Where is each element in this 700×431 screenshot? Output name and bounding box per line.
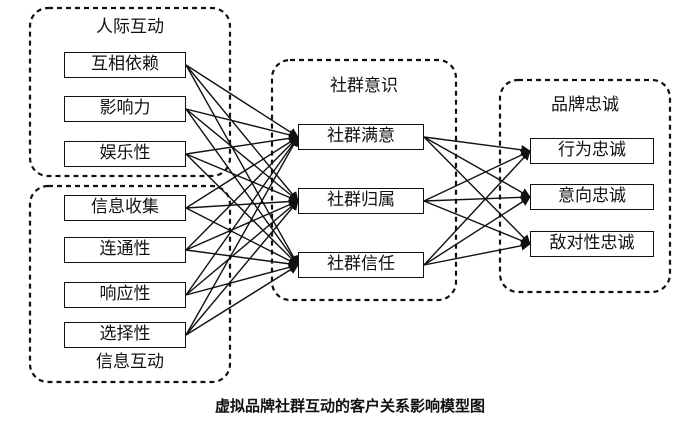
edge-mutual-to-satisf xyxy=(185,64,299,138)
edge-belong-to-intent xyxy=(423,192,531,203)
edge-influence-to-satisf xyxy=(185,108,299,140)
edge-select-to-belong xyxy=(185,200,299,336)
edge-satisf-to-oppos xyxy=(423,136,531,245)
edge-satisf-to-intent xyxy=(423,136,531,198)
node-behavioral-loyalty: 行为忠诚 xyxy=(530,138,654,164)
edge-influence-to-trust xyxy=(185,108,299,266)
node-connectivity: 连通性 xyxy=(64,237,186,263)
node-community-satisfaction: 社群满意 xyxy=(298,124,424,150)
edge-trust-to-intent xyxy=(423,196,531,266)
edge-connect-to-satisf xyxy=(185,136,299,251)
group-title-loyalty: 品牌忠诚 xyxy=(551,95,619,115)
edge-select-to-trust xyxy=(185,264,299,336)
node-mutual-reliance: 互相依赖 xyxy=(64,52,186,78)
node-responsiveness: 响应性 xyxy=(64,282,186,308)
edge-satisf-to-behav xyxy=(423,136,531,155)
edge-influence-to-belong xyxy=(185,108,299,202)
node-intentional-loyalty: 意向忠诚 xyxy=(530,184,654,210)
node-info-collection: 信息收集 xyxy=(64,195,186,221)
edge-mutual-to-belong xyxy=(185,64,299,202)
edge-infocol-to-belong xyxy=(185,196,299,209)
diagram-caption: 虚拟品牌社群互动的客户关系影响模型图 xyxy=(214,397,485,415)
edge-trust-to-oppos xyxy=(423,240,531,266)
edge-respond-to-trust xyxy=(185,262,299,296)
group-box-interpersonal xyxy=(28,6,232,178)
edge-entertain-to-belong xyxy=(185,153,299,203)
edge-entertain-to-trust xyxy=(185,153,299,266)
node-entertainment: 娱乐性 xyxy=(64,141,186,167)
edge-infocol-to-satisf xyxy=(185,136,299,209)
group-title-community: 社群意识 xyxy=(330,76,398,96)
group-box-information xyxy=(28,184,232,384)
edge-belong-to-oppos xyxy=(423,200,531,246)
edge-respond-to-satisf xyxy=(185,136,299,296)
group-title-interpersonal: 人际互动 xyxy=(96,17,164,37)
node-community-belonging: 社群归属 xyxy=(298,188,424,214)
edge-belong-to-behav xyxy=(423,150,531,202)
edge-connect-to-trust xyxy=(185,249,299,269)
node-selectivity: 选择性 xyxy=(64,322,186,348)
edge-trust-to-behav xyxy=(423,150,531,266)
node-influence: 影响力 xyxy=(64,96,186,122)
edge-entertain-to-satisf xyxy=(185,133,299,155)
edge-mutual-to-trust xyxy=(185,64,299,266)
edge-respond-to-belong xyxy=(185,200,299,296)
node-oppositional-loyalty: 敌对性忠诚 xyxy=(530,231,654,257)
edge-connect-to-belong xyxy=(185,200,299,251)
node-community-trust: 社群信任 xyxy=(298,252,424,278)
group-title-information: 信息互动 xyxy=(96,352,164,372)
group-box-loyalty xyxy=(498,78,672,294)
edges-layer xyxy=(185,64,531,336)
edge-select-to-satisf xyxy=(185,136,299,336)
